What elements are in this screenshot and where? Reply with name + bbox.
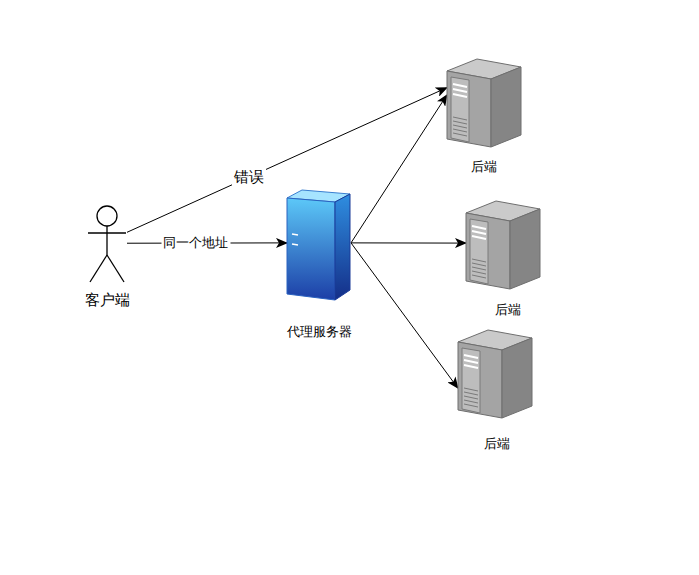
drive-bay <box>453 84 467 87</box>
server-front <box>447 71 491 147</box>
vent-line <box>472 259 486 262</box>
edge-label: 错误 <box>232 168 266 186</box>
client-actor: 客户端 <box>87 205 127 283</box>
node-label: 后端 <box>484 436 510 452</box>
connector <box>351 242 466 243</box>
front-panel <box>470 219 488 284</box>
drive-bay <box>472 231 486 234</box>
vent-line <box>472 263 486 266</box>
vent-line <box>464 404 478 407</box>
node-label: 客户端 <box>85 291 130 309</box>
vent-line <box>464 388 478 391</box>
body <box>106 226 107 255</box>
vent-line <box>464 392 478 395</box>
edge-label: 同一个地址 <box>161 235 230 251</box>
vent-line <box>472 271 486 274</box>
arms <box>88 232 126 233</box>
server-front <box>466 213 510 289</box>
node-icon <box>466 199 540 289</box>
leg <box>107 255 124 282</box>
leg <box>90 255 107 282</box>
vent-line <box>472 275 486 278</box>
proxy-server: 代理服务器 <box>287 188 351 300</box>
drive-bay <box>464 360 478 363</box>
drive-mark <box>292 234 298 235</box>
server-side <box>335 194 350 300</box>
front-panel <box>462 348 480 413</box>
node-icon <box>458 328 532 418</box>
backend-server: 后端 <box>466 199 540 289</box>
drive-bay <box>453 89 467 92</box>
backend-server: 后端 <box>447 57 521 147</box>
connector <box>351 95 447 243</box>
drive-bay <box>453 94 467 97</box>
vent-line <box>464 396 478 399</box>
drive-bay <box>464 365 478 368</box>
node-label: 代理服务器 <box>287 324 352 340</box>
server-side <box>510 209 540 289</box>
server-front <box>287 198 335 300</box>
server-front <box>458 342 502 418</box>
node-icon <box>447 57 521 147</box>
backend-server: 后端 <box>458 328 532 418</box>
vent-line <box>472 267 486 270</box>
connector <box>351 243 458 388</box>
vent-line <box>453 125 467 128</box>
vent-line <box>453 117 467 120</box>
vent-line <box>464 400 478 403</box>
node-label: 后端 <box>495 302 521 318</box>
node-icon <box>287 188 351 300</box>
vent-line <box>453 133 467 136</box>
node-icon <box>87 205 127 283</box>
drive-bay <box>472 236 486 239</box>
drive-bay <box>472 226 486 229</box>
vent-line <box>453 129 467 132</box>
vent-line <box>453 121 467 124</box>
drive-bay <box>464 355 478 358</box>
server-side <box>502 338 532 418</box>
drive-mark <box>292 244 298 245</box>
server-side <box>491 67 521 147</box>
node-label: 后端 <box>471 159 497 175</box>
head <box>97 206 117 226</box>
front-panel <box>451 77 469 142</box>
